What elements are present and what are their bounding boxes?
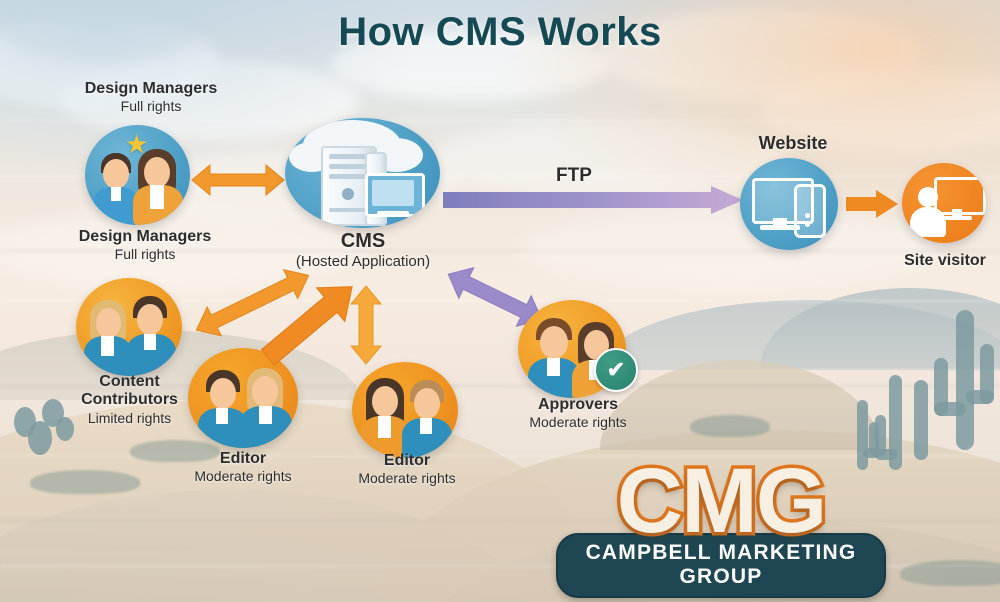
content-contributors-label: Content Contributors Limited rights <box>62 373 197 426</box>
people-icon <box>352 362 458 458</box>
editor-right-rights: Moderate rights <box>358 470 456 487</box>
editor-right-name: Editor <box>383 452 431 469</box>
site-visitor-name: Site visitor <box>904 252 986 269</box>
editor-left-name: Editor <box>219 450 267 467</box>
arrow-ftp-cms-website <box>443 186 743 214</box>
arrow-editor-left-cms <box>255 282 365 366</box>
person-monitor-icon <box>902 163 986 243</box>
design-managers-top-name: Design Managers <box>84 80 218 97</box>
person-figure <box>528 318 582 398</box>
approvers-name: Approvers <box>537 396 619 413</box>
editor-left-rights: Moderate rights <box>194 468 292 485</box>
editor-left-label: Editor Moderate rights <box>176 450 310 484</box>
person-figure <box>126 296 178 376</box>
people-icon <box>188 348 298 448</box>
website-label: Website <box>718 133 868 154</box>
people-star-icon: ★ <box>85 125 190 225</box>
person-figure <box>240 368 294 448</box>
approvers-rights: Moderate rights <box>529 414 627 431</box>
person-figure <box>198 370 250 448</box>
arrow-cms-editor-right <box>349 285 383 365</box>
content-contributors-name-1: Content <box>99 373 160 390</box>
arrow-content-contributors-cms <box>190 269 315 337</box>
cmg-logo: CMG CAMPBELL MARKETING GROUP <box>556 450 886 598</box>
design-managers-bottom-name: Design Managers <box>78 228 212 245</box>
arrow-design-managers-cms <box>191 160 285 200</box>
site-visitor-label: Site visitor <box>892 252 998 270</box>
cms-label: CMS (Hosted Application) <box>272 230 454 270</box>
check-icon: ✔ <box>594 348 638 392</box>
page-title: How CMS Works <box>338 10 662 54</box>
website-name: Website <box>758 133 828 153</box>
editor-right-label: Editor Moderate rights <box>343 452 471 486</box>
people-icon <box>76 278 182 376</box>
person-figure <box>360 378 412 458</box>
cloud-server-icon <box>285 118 440 228</box>
person-figure <box>93 153 139 225</box>
person-figure <box>84 300 134 376</box>
phone-glyph <box>794 184 826 238</box>
cms-sub: (Hosted Application) <box>295 253 431 270</box>
content-contributors-name-2: Contributors <box>81 391 178 409</box>
ftp-label: FTP <box>556 165 592 186</box>
cmg-tagline-banner: CAMPBELL MARKETING GROUP <box>556 533 886 598</box>
cms-name: CMS <box>340 230 386 252</box>
cmg-initials: CMG <box>613 450 831 552</box>
design-managers-top-label: Design Managers Full rights <box>56 80 246 114</box>
design-managers-bottom-label: Design Managers Full rights <box>45 228 245 262</box>
person-figure <box>133 149 185 225</box>
monitor-phone-icon <box>740 158 838 250</box>
star-icon: ★ <box>125 129 149 159</box>
approvers-label: Approvers Moderate rights <box>508 396 648 430</box>
design-managers-bottom-rights: Full rights <box>114 246 176 263</box>
person-figure <box>402 380 454 458</box>
arrow-website-site-visitor <box>846 190 898 218</box>
design-managers-top-rights: Full rights <box>120 98 182 115</box>
content-contributors-rights: Limited rights <box>87 409 172 426</box>
